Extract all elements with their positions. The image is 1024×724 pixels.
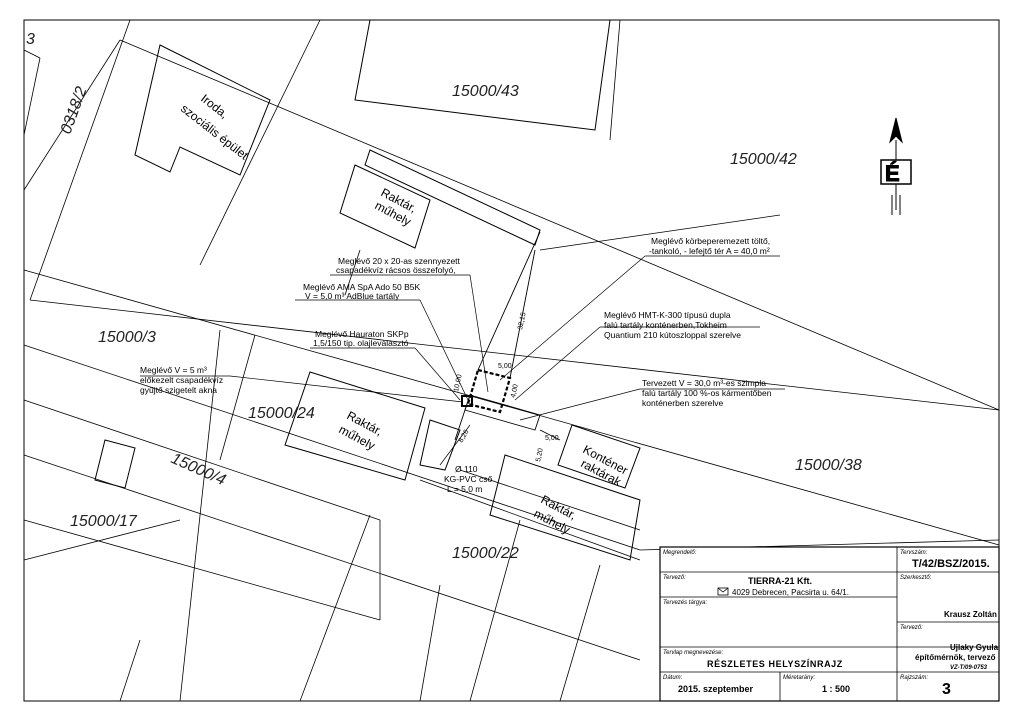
- note-cso-3: L = 5,0 m: [447, 484, 482, 494]
- note-szennyezett-2: csapadékvíz rácsos összefolyó,: [336, 265, 456, 275]
- note-cso-1: Ø 110: [455, 464, 478, 474]
- tb-megrendelo-label: Megrendelő:: [663, 550, 697, 556]
- svg-text:É: É: [885, 161, 900, 186]
- tb-tervszam: T/42/BSZ/2015.: [912, 558, 990, 570]
- tb-targy-label: Tervezés tárgya:: [663, 600, 707, 606]
- tb-address: 4029 Debrecen, Pacsirta u. 64/1.: [732, 588, 849, 597]
- parcel-15000-22: 15000/22: [452, 545, 519, 562]
- tb-megnevezes: RÉSZLETES HELYSZÍNRAJZ: [707, 659, 843, 669]
- building-kontener: [557, 424, 641, 489]
- note-gyujto-1: Meglévő V = 5 m³: [140, 365, 207, 375]
- tb-megnevezes-label: Tervlap megnevezése:: [663, 650, 723, 656]
- tb-tervezo2-label: Tervező:: [900, 625, 923, 631]
- parcel-0318-2: 0318/2: [58, 84, 91, 136]
- note-hmt-2: falú tartály konténerben,Tokheim: [604, 320, 727, 330]
- building-raktar-2: [284, 371, 426, 481]
- note-hauraton-2: 1,5/150 tip. olajleválasztó: [313, 338, 409, 348]
- tb-tervezo-title: építőmérnök, tervező: [915, 653, 996, 662]
- envelope-icon: [717, 587, 729, 596]
- dim-3215: 32,15: [517, 312, 528, 331]
- north-arrow-icon: É: [880, 117, 912, 215]
- dim-500b: 5,00: [545, 435, 559, 442]
- note-tolto-1: Meglévő körbeperemezett töltő,: [651, 236, 770, 246]
- note-hauraton-1: Meglévő Hauraton SKPp: [315, 329, 409, 339]
- parcel-15000-24: 15000/24: [248, 405, 315, 422]
- tb-rajzszam-label: Rajzszám:: [900, 675, 928, 681]
- title-block: Megrendelő: Tervszám: T/42/BSZ/2015. Ter…: [659, 546, 1000, 702]
- note-gyujto-2: előkezelt csapadékvíz: [140, 375, 223, 385]
- tb-tervezo-name: Ujlaky Gyula: [950, 643, 999, 652]
- dim-400: 4,00: [510, 384, 520, 399]
- note-gyujto-3: gyűjtő szigetelt akna: [140, 385, 217, 395]
- tb-tervszam-label: Tervszám:: [900, 550, 928, 556]
- building-raktar-1: [339, 164, 431, 249]
- parcel-lines: [23, 19, 1000, 702]
- tb-company: TIERRA-21 Kft.: [748, 576, 812, 586]
- fuel-station-detail: [454, 231, 561, 441]
- buildings: [94, 19, 641, 561]
- tb-rajzszam: 3: [942, 681, 951, 698]
- tb-tervezo-reg: VZ-T/09-0753: [950, 665, 988, 671]
- tb-datum-label: Dátum:: [663, 675, 683, 681]
- parcel-15000-17: 15000/17: [70, 513, 138, 530]
- building-top-parcel: [354, 19, 611, 131]
- parcel-15000-43: 15000/43: [452, 83, 519, 100]
- dim-1000: 10,00: [453, 374, 464, 393]
- parcel-15000-3: 15000/3: [98, 329, 156, 346]
- note-hmt-1: Meglévő HMT-K-300 típusú dupla: [604, 310, 731, 320]
- note-tolto-2: -tankoló, - lefejtő tér A = 40,0 m²: [649, 246, 770, 256]
- parcel-15000-42: 15000/42: [730, 151, 797, 168]
- note-tervezett-3: konténerben szerelve: [642, 398, 724, 408]
- tb-szerkeszto-label: Szerkesztő:: [900, 575, 932, 581]
- note-ams-1: Meglévő AMA SpA Ado 50 B5K: [303, 282, 421, 292]
- sheet-corner-number: 3: [26, 31, 35, 48]
- note-tervezett-1: Tervezett V = 30,0 m³-es szimpla: [642, 378, 766, 388]
- note-ams-2: V = 5,0 m³ AdBlue tartály: [305, 291, 400, 301]
- building-raktar-3: [489, 454, 641, 561]
- dim-520: 5,20: [535, 448, 545, 463]
- leader-lines: [140, 255, 785, 466]
- note-szennyezett-1: Meglévő 20 x 20-as szennyezett: [338, 256, 461, 266]
- note-tervezett-2: falú tartály 100 %-os kármentőben: [642, 388, 772, 398]
- tb-tervezo-label: Tervező:: [663, 575, 686, 581]
- tb-szerkeszto: Krausz Zoltán: [944, 610, 997, 619]
- parcel-15000-38: 15000/38: [795, 457, 862, 474]
- tb-meretarany-label: Méretarány:: [783, 675, 815, 681]
- note-hmt-3: Quantium 210 kútoszloppal szerelve: [604, 330, 741, 340]
- parcel-15000-4: 15000/4: [168, 450, 228, 489]
- dim-500a: 5,00: [498, 363, 512, 370]
- building-iroda: [134, 44, 271, 176]
- tb-datum: 2015. szeptember: [678, 684, 754, 694]
- note-cso-2: KG-PVC cső: [444, 474, 492, 484]
- tb-meretarany: 1 : 500: [822, 684, 850, 694]
